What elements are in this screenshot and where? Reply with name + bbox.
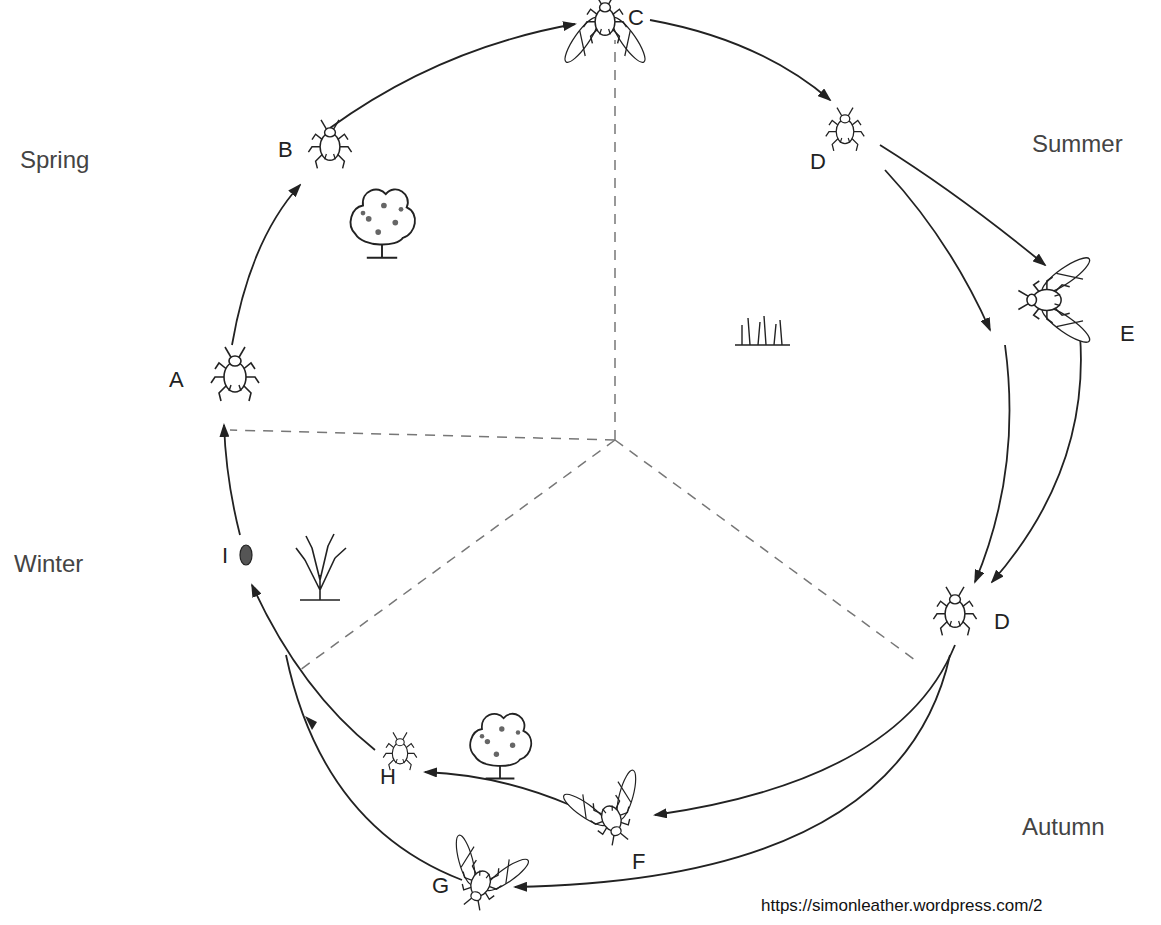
stage-letter: D	[808, 150, 828, 174]
season-label: Winter	[14, 552, 83, 576]
stage-letter: C	[626, 6, 646, 30]
stage-letter: I	[220, 544, 230, 568]
stage-letter: E	[1118, 322, 1137, 346]
stage-letter: G	[430, 874, 451, 898]
source-url: https://simonleather.wordpress.com/2	[758, 896, 1046, 915]
season-label: Autumn	[1022, 815, 1105, 839]
stage-letter: H	[378, 765, 398, 789]
stage-letter: F	[630, 850, 647, 874]
season-label: Summer	[1032, 132, 1123, 156]
stage-letter: D	[992, 610, 1012, 634]
stage-letter: B	[276, 138, 295, 162]
season-label: Spring	[20, 148, 89, 172]
stage-letter: A	[167, 368, 186, 392]
